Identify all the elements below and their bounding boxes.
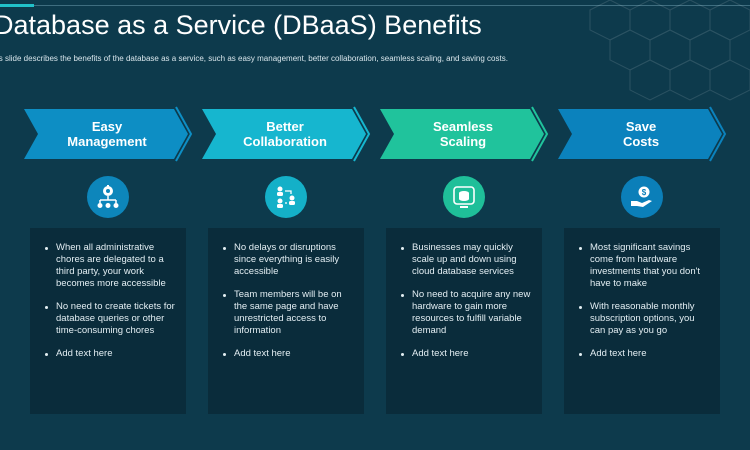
- list-item: No need to create tickets for database q…: [45, 301, 175, 336]
- list-item: No delays or disruptions since everythin…: [223, 242, 354, 278]
- gear-network-icon: [87, 176, 129, 218]
- benefit-card-easy-management: When all administrative chores are deleg…: [30, 228, 186, 414]
- header-divider: [0, 5, 750, 6]
- slide-subtitle: is slide describes the benefits of the d…: [0, 54, 508, 63]
- bullet-list: Most significant savings come from hardw…: [564, 228, 720, 360]
- list-item: Add text here: [401, 348, 532, 360]
- team-flow-icon: [265, 176, 307, 218]
- bullet-list: When all administrative chores are deleg…: [30, 228, 186, 360]
- money-hand-icon: $: [621, 176, 663, 218]
- list-item: No need to acquire any new hardware to g…: [401, 289, 531, 336]
- chevron-arrow-shape: [558, 106, 727, 162]
- header-accent: [0, 4, 34, 7]
- slide-title: Database as a Service (DBaaS) Benefits: [0, 10, 482, 40]
- list-item: When all administrative chores are deleg…: [45, 242, 176, 290]
- list-item: Businesses may quickly scale up and down…: [401, 242, 532, 278]
- chevron-arrow-shape: [380, 106, 549, 162]
- benefit-card-better-collaboration: No delays or disruptions since everythin…: [208, 228, 364, 414]
- hexagon-pattern: [589, 0, 750, 101]
- svg-text:$: $: [642, 188, 647, 197]
- benefit-card-save-costs: Most significant savings come from hardw…: [564, 228, 720, 414]
- list-item: Add text here: [579, 348, 710, 360]
- bullet-list: Businesses may quickly scale up and down…: [386, 228, 542, 360]
- chevron-arrow-shape: [24, 106, 193, 162]
- list-item: Most significant savings come from hardw…: [579, 242, 710, 290]
- list-item: Team members will be on the same page an…: [223, 289, 354, 337]
- chevron-arrow-shape: [202, 106, 371, 162]
- list-item: Add text here: [223, 348, 354, 360]
- cloud-database-icon: [443, 176, 485, 218]
- list-item: With reasonable monthly subscription opt…: [579, 301, 710, 337]
- benefit-card-seamless-scaling: Businesses may quickly scale up and down…: [386, 228, 542, 414]
- bullet-list: No delays or disruptions since everythin…: [208, 228, 364, 360]
- list-item: Add text here: [45, 348, 176, 360]
